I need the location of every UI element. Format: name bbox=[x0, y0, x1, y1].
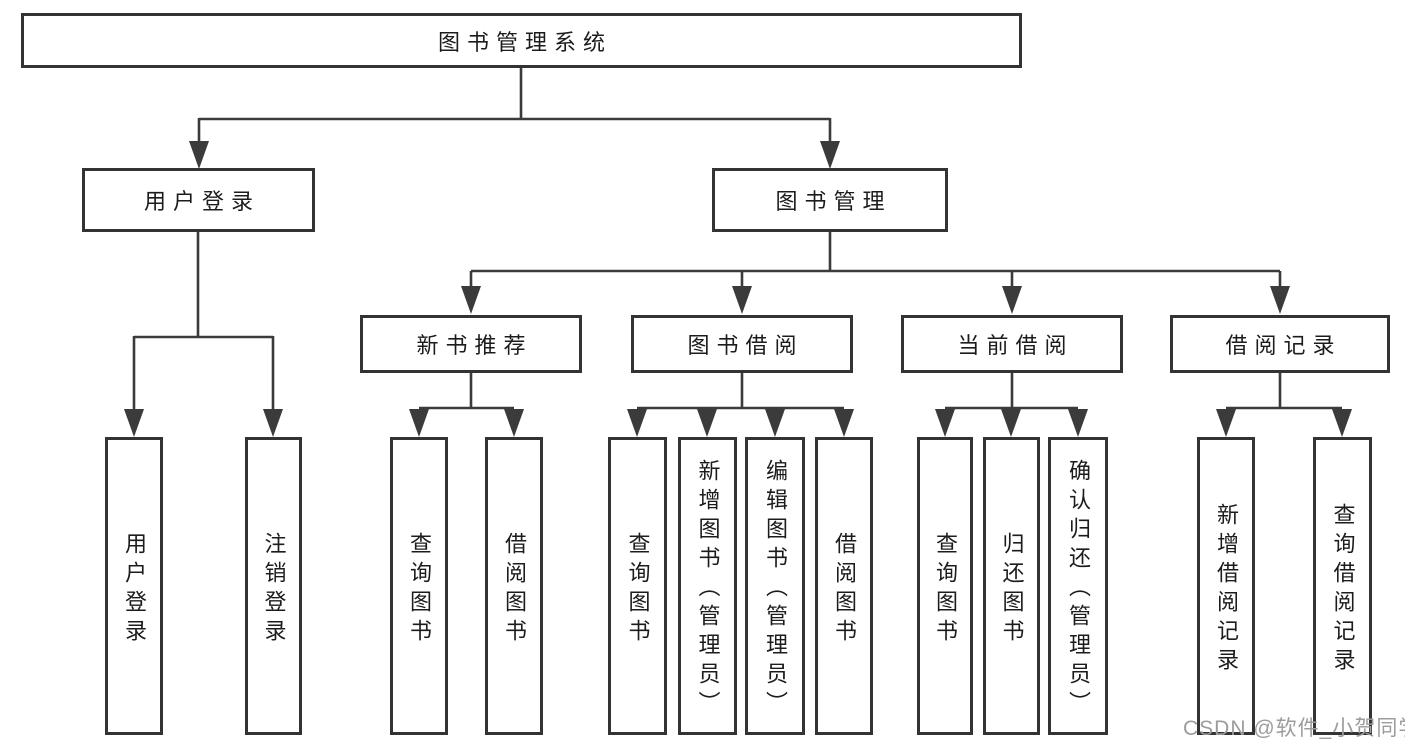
leaf-edit-books-admin-label: 编辑图书（管理员） bbox=[763, 459, 788, 720]
leaf-add-borrow-record-label: 新增借阅记录 bbox=[1214, 502, 1239, 677]
leaf-edit-books-admin: 编辑图书（管理员） bbox=[745, 437, 805, 735]
node-new-book-recommend-label: 新书推荐 bbox=[416, 333, 533, 358]
node-current-borrowing: 当前借阅 bbox=[901, 315, 1123, 373]
leaf-logout-login-label: 注销登录 bbox=[261, 531, 287, 648]
tree-edges bbox=[132, 68, 1342, 414]
node-borrowing-records: 借阅记录 bbox=[1170, 315, 1390, 373]
leaf-query-books-borrowing-label: 查询图书 bbox=[625, 531, 651, 648]
leaf-query-books-current: 查询图书 bbox=[917, 437, 973, 735]
node-new-book-recommend: 新书推荐 bbox=[360, 315, 582, 373]
leaf-borrow-books-label: 借阅图书 bbox=[832, 531, 857, 648]
leaf-add-books-admin-label: 新增图书（管理员） bbox=[695, 459, 721, 720]
leaf-logout-login: 注销登录 bbox=[245, 437, 302, 735]
leaf-borrow-books-recommend: 借阅图书 bbox=[485, 437, 543, 735]
leaf-add-borrow-record: 新增借阅记录 bbox=[1197, 437, 1255, 735]
node-book-borrowing-label: 图书借阅 bbox=[687, 333, 804, 358]
leaf-query-books-recommend-label: 查询图书 bbox=[407, 531, 432, 648]
node-root: 图书管理系统 bbox=[21, 13, 1022, 68]
leaf-query-borrow-record-label: 查询借阅记录 bbox=[1330, 502, 1356, 677]
node-user-login-branch: 用户登录 bbox=[82, 168, 315, 232]
leaf-confirm-return-admin: 确认归还（管理员） bbox=[1048, 437, 1108, 735]
node-user-login-label: 用户登录 bbox=[143, 189, 260, 214]
node-book-management-branch: 图书管理 bbox=[712, 168, 948, 232]
node-book-borrowing: 图书借阅 bbox=[631, 315, 853, 373]
leaf-return-books: 归还图书 bbox=[983, 437, 1040, 735]
node-current-borrowing-label: 当前借阅 bbox=[957, 333, 1074, 358]
csdn-watermark: CSDN @软件_小贺同学 bbox=[1183, 717, 1405, 740]
leaf-query-books-recommend: 查询图书 bbox=[390, 437, 448, 735]
node-book-management-label: 图书管理 bbox=[775, 189, 892, 214]
leaf-borrow-books-recommend-label: 借阅图书 bbox=[502, 531, 527, 648]
node-root-label: 图书管理系统 bbox=[437, 29, 612, 55]
leaf-user-login-label: 用户登录 bbox=[122, 531, 147, 648]
leaf-add-books-admin: 新增图书（管理员） bbox=[678, 437, 737, 735]
leaf-user-login: 用户登录 bbox=[105, 437, 163, 735]
arrowheads bbox=[124, 141, 1352, 437]
node-borrowing-records-label: 借阅记录 bbox=[1225, 333, 1342, 358]
leaf-borrow-books: 借阅图书 bbox=[815, 437, 873, 735]
leaf-return-books-label: 归还图书 bbox=[999, 531, 1025, 648]
leaf-query-books-borrowing: 查询图书 bbox=[608, 437, 667, 735]
leaf-query-books-current-label: 查询图书 bbox=[933, 531, 958, 648]
leaf-confirm-return-admin-label: 确认归还（管理员） bbox=[1066, 459, 1091, 720]
leaf-query-borrow-record: 查询借阅记录 bbox=[1313, 437, 1372, 735]
